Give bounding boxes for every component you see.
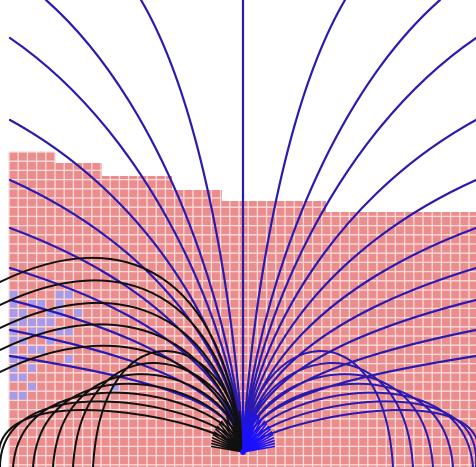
highlighted-cell — [9, 355, 18, 363]
field-line-black-1 — [0, 279, 244, 453]
highlighted-cell — [55, 327, 64, 336]
field-line-left-1 — [44, 0, 245, 454]
source-point — [210, 410, 276, 455]
highlighted-cell — [19, 392, 27, 400]
highlighted-cell — [9, 373, 18, 382]
grid-block-5 — [326, 212, 476, 467]
highlighted-cell — [28, 364, 36, 372]
field-line-black-3 — [0, 323, 244, 453]
field-line-left-2 — [8, 36, 245, 454]
field-line-right-3 — [241, 118, 476, 454]
source-point-marker — [240, 449, 246, 455]
field-line-loop-right-1 — [242, 362, 414, 467]
highlighted-cell — [28, 327, 36, 336]
highlighted-cell — [9, 309, 18, 317]
source-fan-ray — [242, 445, 276, 453]
highlighted-cell — [37, 300, 45, 308]
highlighted-cell — [28, 318, 36, 326]
field-line-black-0 — [0, 256, 244, 453]
highlighted-cell — [46, 336, 55, 345]
highlighted-cell — [28, 346, 36, 354]
highlighted-cell — [55, 300, 64, 308]
highlighted-cells — [9, 290, 119, 400]
highlighted-cell — [9, 336, 18, 345]
highlighted-cell — [46, 318, 55, 326]
highlighted-cell — [46, 309, 55, 317]
highlighted-cell — [111, 382, 119, 391]
field-line-right-0 — [241, 0, 347, 454]
field-line-right-2 — [241, 36, 476, 454]
field-line-loop-left-4 — [12, 391, 244, 467]
highlighted-cell — [28, 300, 36, 308]
highlighted-cell — [65, 290, 73, 299]
highlighted-cell — [65, 355, 73, 363]
highlighted-cell — [55, 290, 64, 299]
highlighted-cell — [9, 300, 18, 308]
highlighted-cell — [19, 373, 27, 382]
highlighted-cell — [65, 327, 73, 336]
highlighted-cell — [9, 364, 18, 372]
highlighted-cell — [9, 346, 18, 354]
highlighted-cell — [37, 346, 45, 354]
highlighted-cell — [9, 290, 18, 299]
highlighted-cell — [37, 318, 45, 326]
highlighted-cell — [28, 382, 36, 391]
highlighted-cell — [37, 327, 45, 336]
highlighted-cell — [19, 318, 27, 326]
field-line-black-2 — [0, 301, 244, 453]
highlighted-cell — [19, 309, 27, 317]
highlighted-cell — [74, 309, 82, 317]
highlighted-cell — [9, 392, 18, 400]
field-line-loop-right-4 — [242, 391, 474, 467]
field-line-right-1 — [241, 0, 442, 454]
field-line-left-0 — [139, 0, 245, 454]
